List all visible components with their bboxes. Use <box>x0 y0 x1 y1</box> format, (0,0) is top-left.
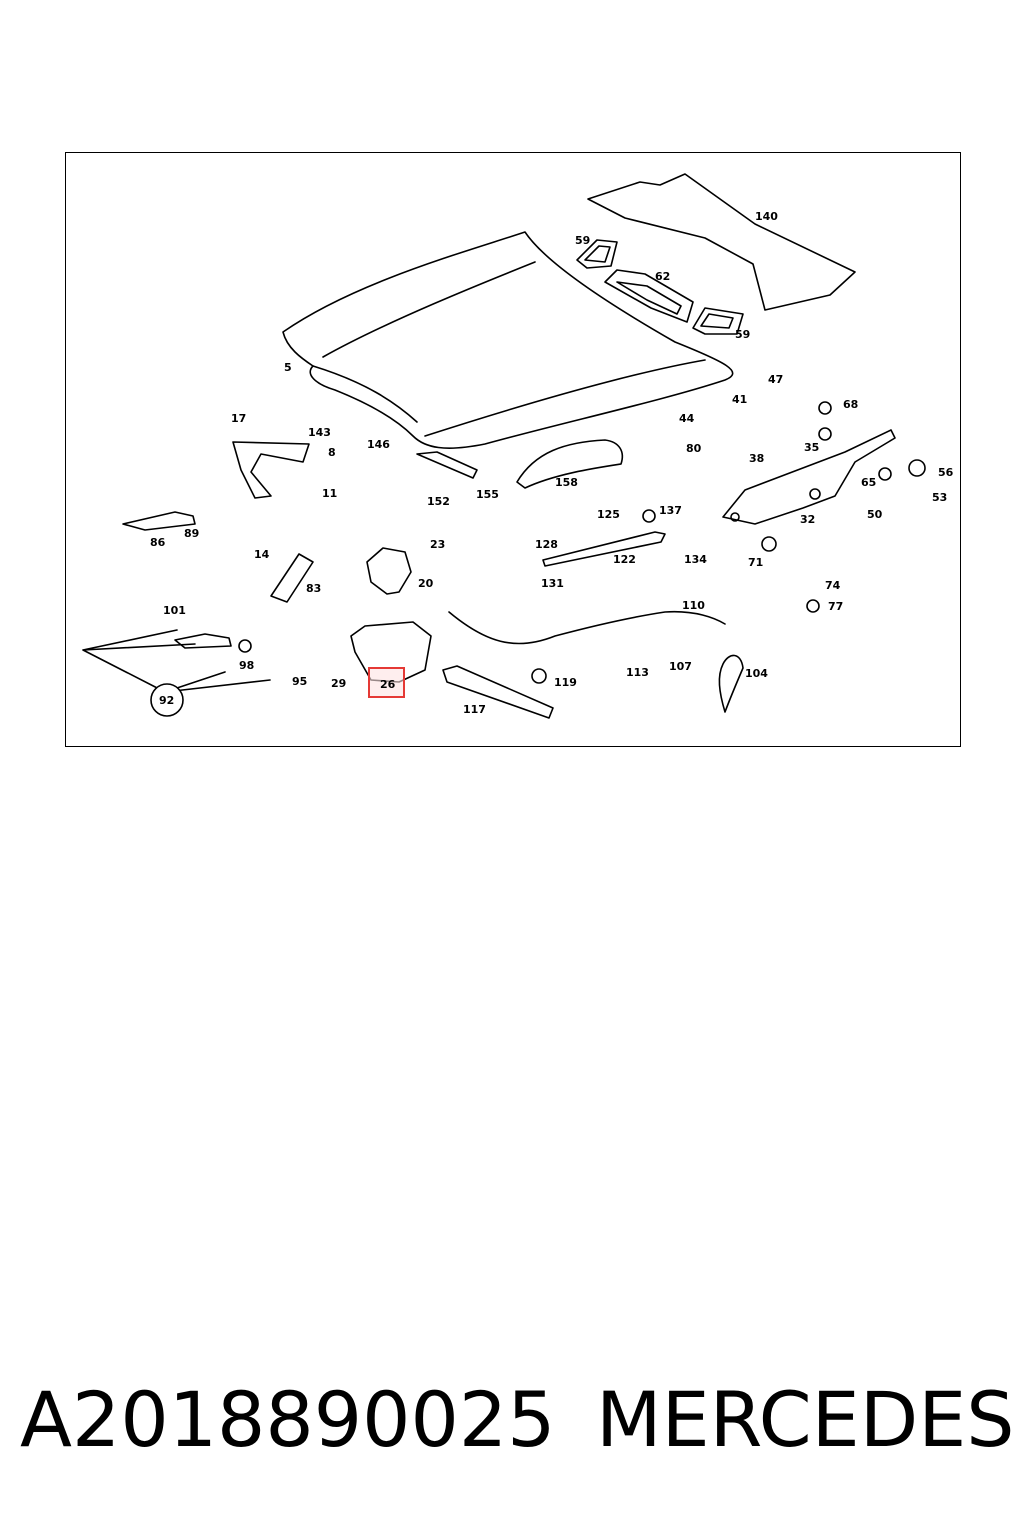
safety-hook <box>122 511 196 531</box>
vent-center-inner <box>616 281 682 315</box>
label-44: 44 <box>679 412 695 425</box>
label-95: 95 <box>292 675 307 688</box>
vent-right <box>692 307 744 335</box>
gas-strut <box>542 531 666 567</box>
hood-crease-2 <box>322 261 536 358</box>
label-117: 117 <box>463 703 486 716</box>
leader-lines-92 <box>82 629 271 693</box>
release-grip <box>174 633 232 649</box>
diagram-frame <box>65 152 961 747</box>
label-107: 107 <box>669 660 692 673</box>
hood-lip-cover <box>516 439 624 489</box>
release-lever <box>718 654 744 713</box>
hinge-hole-1 <box>730 512 740 522</box>
label-134: 134 <box>684 553 707 566</box>
nut-56 <box>908 459 926 477</box>
nut-71 <box>761 536 777 552</box>
hood-seal <box>416 451 478 479</box>
label-110: 110 <box>682 599 705 612</box>
hood-hinge <box>722 429 896 525</box>
label-92: 92 <box>159 694 174 707</box>
label-23: 23 <box>430 538 445 551</box>
lock-bracket <box>270 553 314 603</box>
hinge-hole-2 <box>809 488 821 500</box>
label-101: 101 <box>163 604 186 617</box>
nut-77 <box>806 599 820 613</box>
hood-catch <box>232 441 310 499</box>
nut-98 <box>238 639 252 653</box>
vent-right-inner <box>700 313 734 329</box>
brand-name: MERCEDES <box>596 1375 1015 1464</box>
label-158: 158 <box>555 476 578 489</box>
hood-crease <box>424 359 706 437</box>
hood-lock <box>366 547 412 595</box>
bolt-68 <box>818 401 832 415</box>
label-122: 122 <box>613 553 636 566</box>
label-119: 119 <box>554 676 577 689</box>
label-113: 113 <box>626 666 649 679</box>
label-20: 20 <box>418 577 434 590</box>
label-38: 38 <box>749 452 764 465</box>
label-137: 137 <box>659 504 682 517</box>
label-26: 26 <box>380 678 396 691</box>
label-59b: 59 <box>735 328 750 341</box>
label-98: 98 <box>239 659 254 672</box>
nut-35 <box>818 427 832 441</box>
nut-137 <box>642 509 656 523</box>
label-circle-92 <box>150 683 184 717</box>
label-35: 35 <box>804 441 819 454</box>
label-53: 53 <box>932 491 947 504</box>
label-155: 155 <box>476 488 499 501</box>
label-8: 8 <box>328 446 336 459</box>
label-83: 83 <box>306 582 321 595</box>
label-68: 68 <box>843 398 858 411</box>
label-65: 65 <box>861 476 876 489</box>
label-146: 146 <box>367 438 390 451</box>
part-number: A2018890025 <box>20 1375 556 1464</box>
label-5: 5 <box>284 361 292 374</box>
label-152: 152 <box>427 495 450 508</box>
hood-release-cable <box>448 610 726 645</box>
label-143: 143 <box>308 426 331 439</box>
label-14: 14 <box>254 548 270 561</box>
label-131: 131 <box>541 577 564 590</box>
label-59a: 59 <box>575 234 590 247</box>
label-89: 89 <box>184 527 199 540</box>
label-125: 125 <box>597 508 620 521</box>
label-56: 56 <box>938 466 954 479</box>
label-140: 140 <box>755 210 778 223</box>
label-47: 47 <box>768 373 783 386</box>
label-32: 32 <box>800 513 815 526</box>
trim-strip <box>442 665 554 719</box>
label-17: 17 <box>231 412 246 425</box>
label-29: 29 <box>331 677 346 690</box>
vent-left-inner <box>584 245 611 263</box>
label-50: 50 <box>867 508 883 521</box>
hood <box>282 231 734 449</box>
label-11: 11 <box>322 487 337 500</box>
label-80: 80 <box>686 442 702 455</box>
label-41: 41 <box>732 393 747 406</box>
vent-center <box>604 269 694 323</box>
vent-left <box>576 239 618 269</box>
label-77: 77 <box>828 600 843 613</box>
plug-119 <box>531 668 547 684</box>
hood-insulation-pad <box>587 173 856 311</box>
label-74: 74 <box>825 579 841 592</box>
label-62: 62 <box>655 270 670 283</box>
nut-65 <box>878 467 892 481</box>
label-104: 104 <box>745 667 768 680</box>
label-71: 71 <box>748 556 763 569</box>
parts-diagram: 140 59 62 59 5 47 41 68 44 17 143 146 8 … <box>82 173 954 719</box>
highlight-box <box>368 667 405 698</box>
hood-edge <box>312 365 418 423</box>
label-128: 128 <box>535 538 558 551</box>
label-86: 86 <box>150 536 166 549</box>
